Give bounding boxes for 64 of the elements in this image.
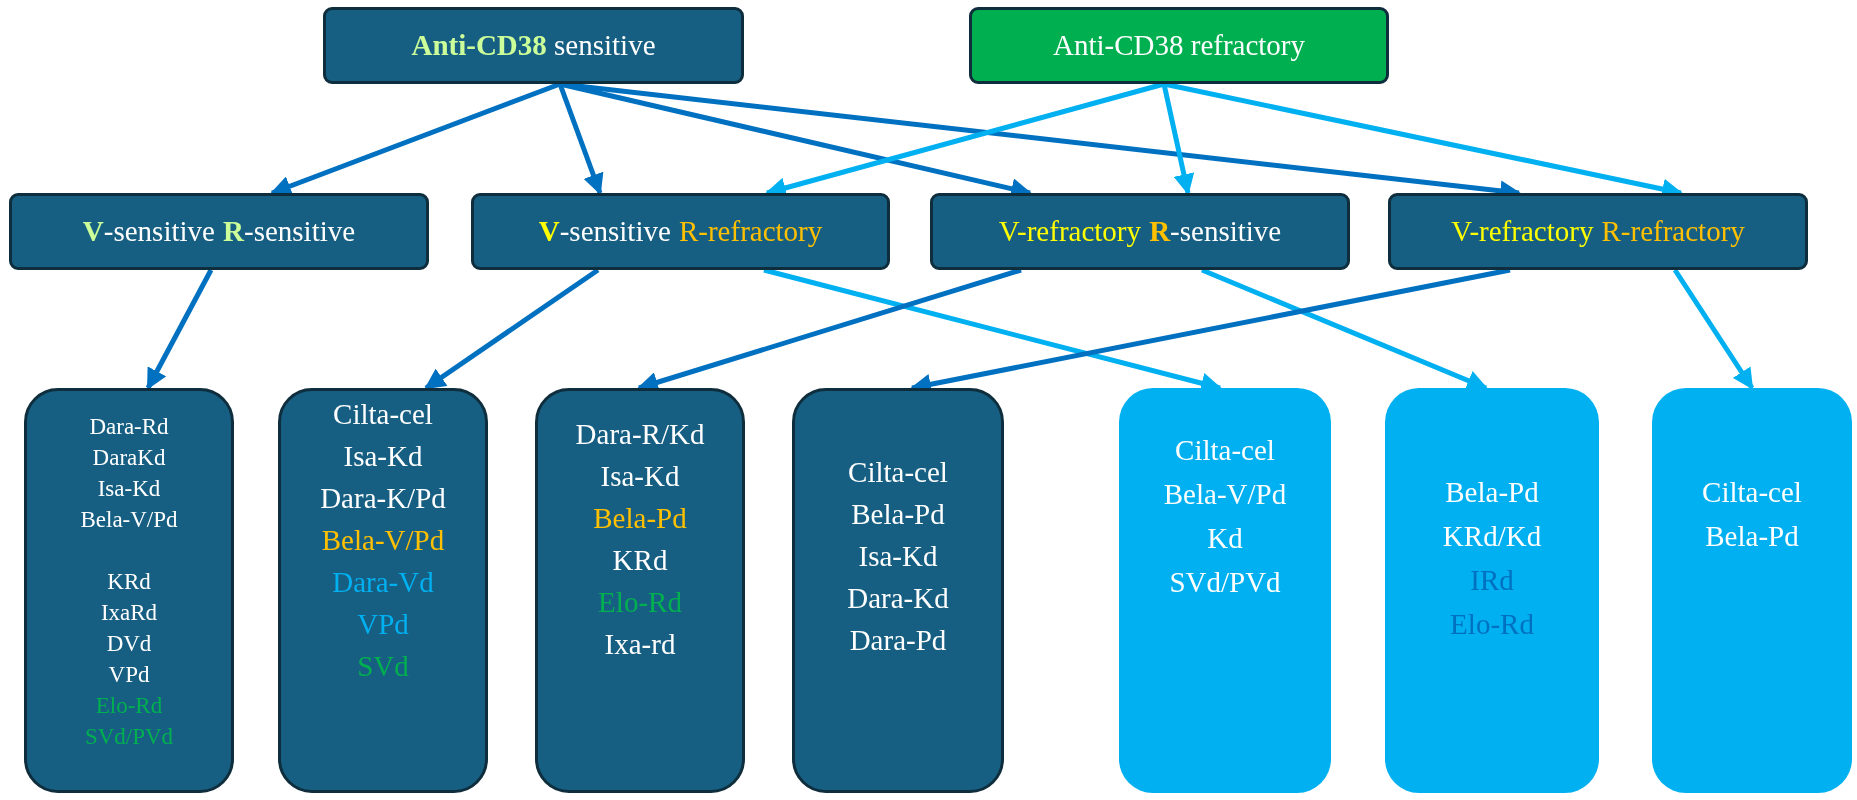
regimen-label: SVd — [357, 649, 409, 684]
arrow — [145, 268, 214, 390]
category-label: V-refractory — [998, 215, 1141, 248]
regimen-label: Cilta-cel — [1175, 433, 1275, 468]
regimen-label: Cilta-cel — [1702, 475, 1802, 510]
category-label: R-refractory — [678, 215, 823, 248]
regimen-label: KRd — [612, 543, 668, 578]
regimen-label: Dara-R/Kd — [575, 417, 705, 452]
regimen-label: Kd — [1207, 521, 1243, 556]
category-label: Anti-CD38 refractory — [1052, 29, 1306, 62]
category-box — [1388, 193, 1808, 270]
regimen-label: Dara-Pd — [849, 623, 947, 658]
category-box — [969, 7, 1389, 84]
regimen-label: IRd — [1470, 563, 1514, 598]
regimen-label: Bela-Pd — [593, 501, 687, 536]
regimen-box — [1385, 388, 1599, 793]
category-label: Anti-CD38 sensitive — [411, 29, 656, 62]
regimen-label: Dara-Kd — [847, 581, 949, 616]
regimen-label: SVd/PVd — [1169, 565, 1281, 600]
regimen-label: VPd — [357, 607, 409, 642]
category-label: R-sensitive — [1149, 215, 1282, 248]
arrow — [1672, 268, 1755, 390]
regimen-label: Isa-Kd — [600, 459, 680, 494]
category-box — [323, 7, 744, 84]
category-label: R-sensitive — [223, 215, 356, 248]
regimen-label: Bela-V/Pd — [321, 523, 445, 558]
regimen-label: Elo-Rd — [95, 692, 163, 720]
category-label: V-sensitive — [538, 215, 671, 248]
regimen-box — [24, 388, 234, 793]
category-box — [9, 193, 429, 270]
regimen-label: Isa-Kd — [97, 475, 161, 503]
regimen-label: Bela-Pd — [851, 497, 945, 532]
regimen-label: IxaRd — [100, 599, 158, 627]
category-label: R-refractory — [1601, 215, 1745, 248]
regimen-label: Dara-Rd — [89, 413, 169, 441]
category-box — [471, 193, 890, 270]
regimen-label: KRd/Kd — [1442, 519, 1542, 554]
regimen-label: Bela-Pd — [1705, 519, 1799, 554]
regimen-label: Ixa-rd — [604, 627, 676, 662]
regimen-label: VPd — [108, 661, 150, 689]
regimen-label: Elo-Rd — [598, 585, 682, 620]
regimen-box — [278, 388, 488, 793]
regimen-box — [1119, 388, 1331, 793]
regimen-label: Bela-V/Pd — [80, 506, 178, 534]
regimen-label: KRd — [107, 568, 151, 596]
regimen-box — [792, 388, 1004, 793]
regimen-box — [535, 388, 745, 793]
regimen-label: DVd — [106, 630, 152, 658]
regimen-box — [1652, 388, 1852, 793]
regimen-label: Bela-Pd — [1445, 475, 1539, 510]
regimen-label: Cilta-cel — [848, 455, 948, 490]
regimen-label: Dara-Vd — [332, 565, 434, 600]
category-label: V-sensitive — [82, 215, 215, 248]
regimen-label: Isa-Kd — [343, 439, 423, 474]
regimen-label: Isa-Kd — [858, 539, 938, 574]
arrow — [557, 83, 604, 195]
regimen-label: Bela-V/Pd — [1163, 477, 1287, 512]
regimen-label: SVd/PVd — [84, 723, 174, 751]
category-box — [930, 193, 1350, 270]
regimen-label: Dara-K/Pd — [320, 481, 446, 516]
regimen-label: Cilta-cel — [333, 397, 433, 432]
regimen-label: DaraKd — [92, 444, 166, 472]
regimen-label: Elo-Rd — [1450, 607, 1534, 642]
category-label: V-refractory — [1451, 215, 1594, 248]
